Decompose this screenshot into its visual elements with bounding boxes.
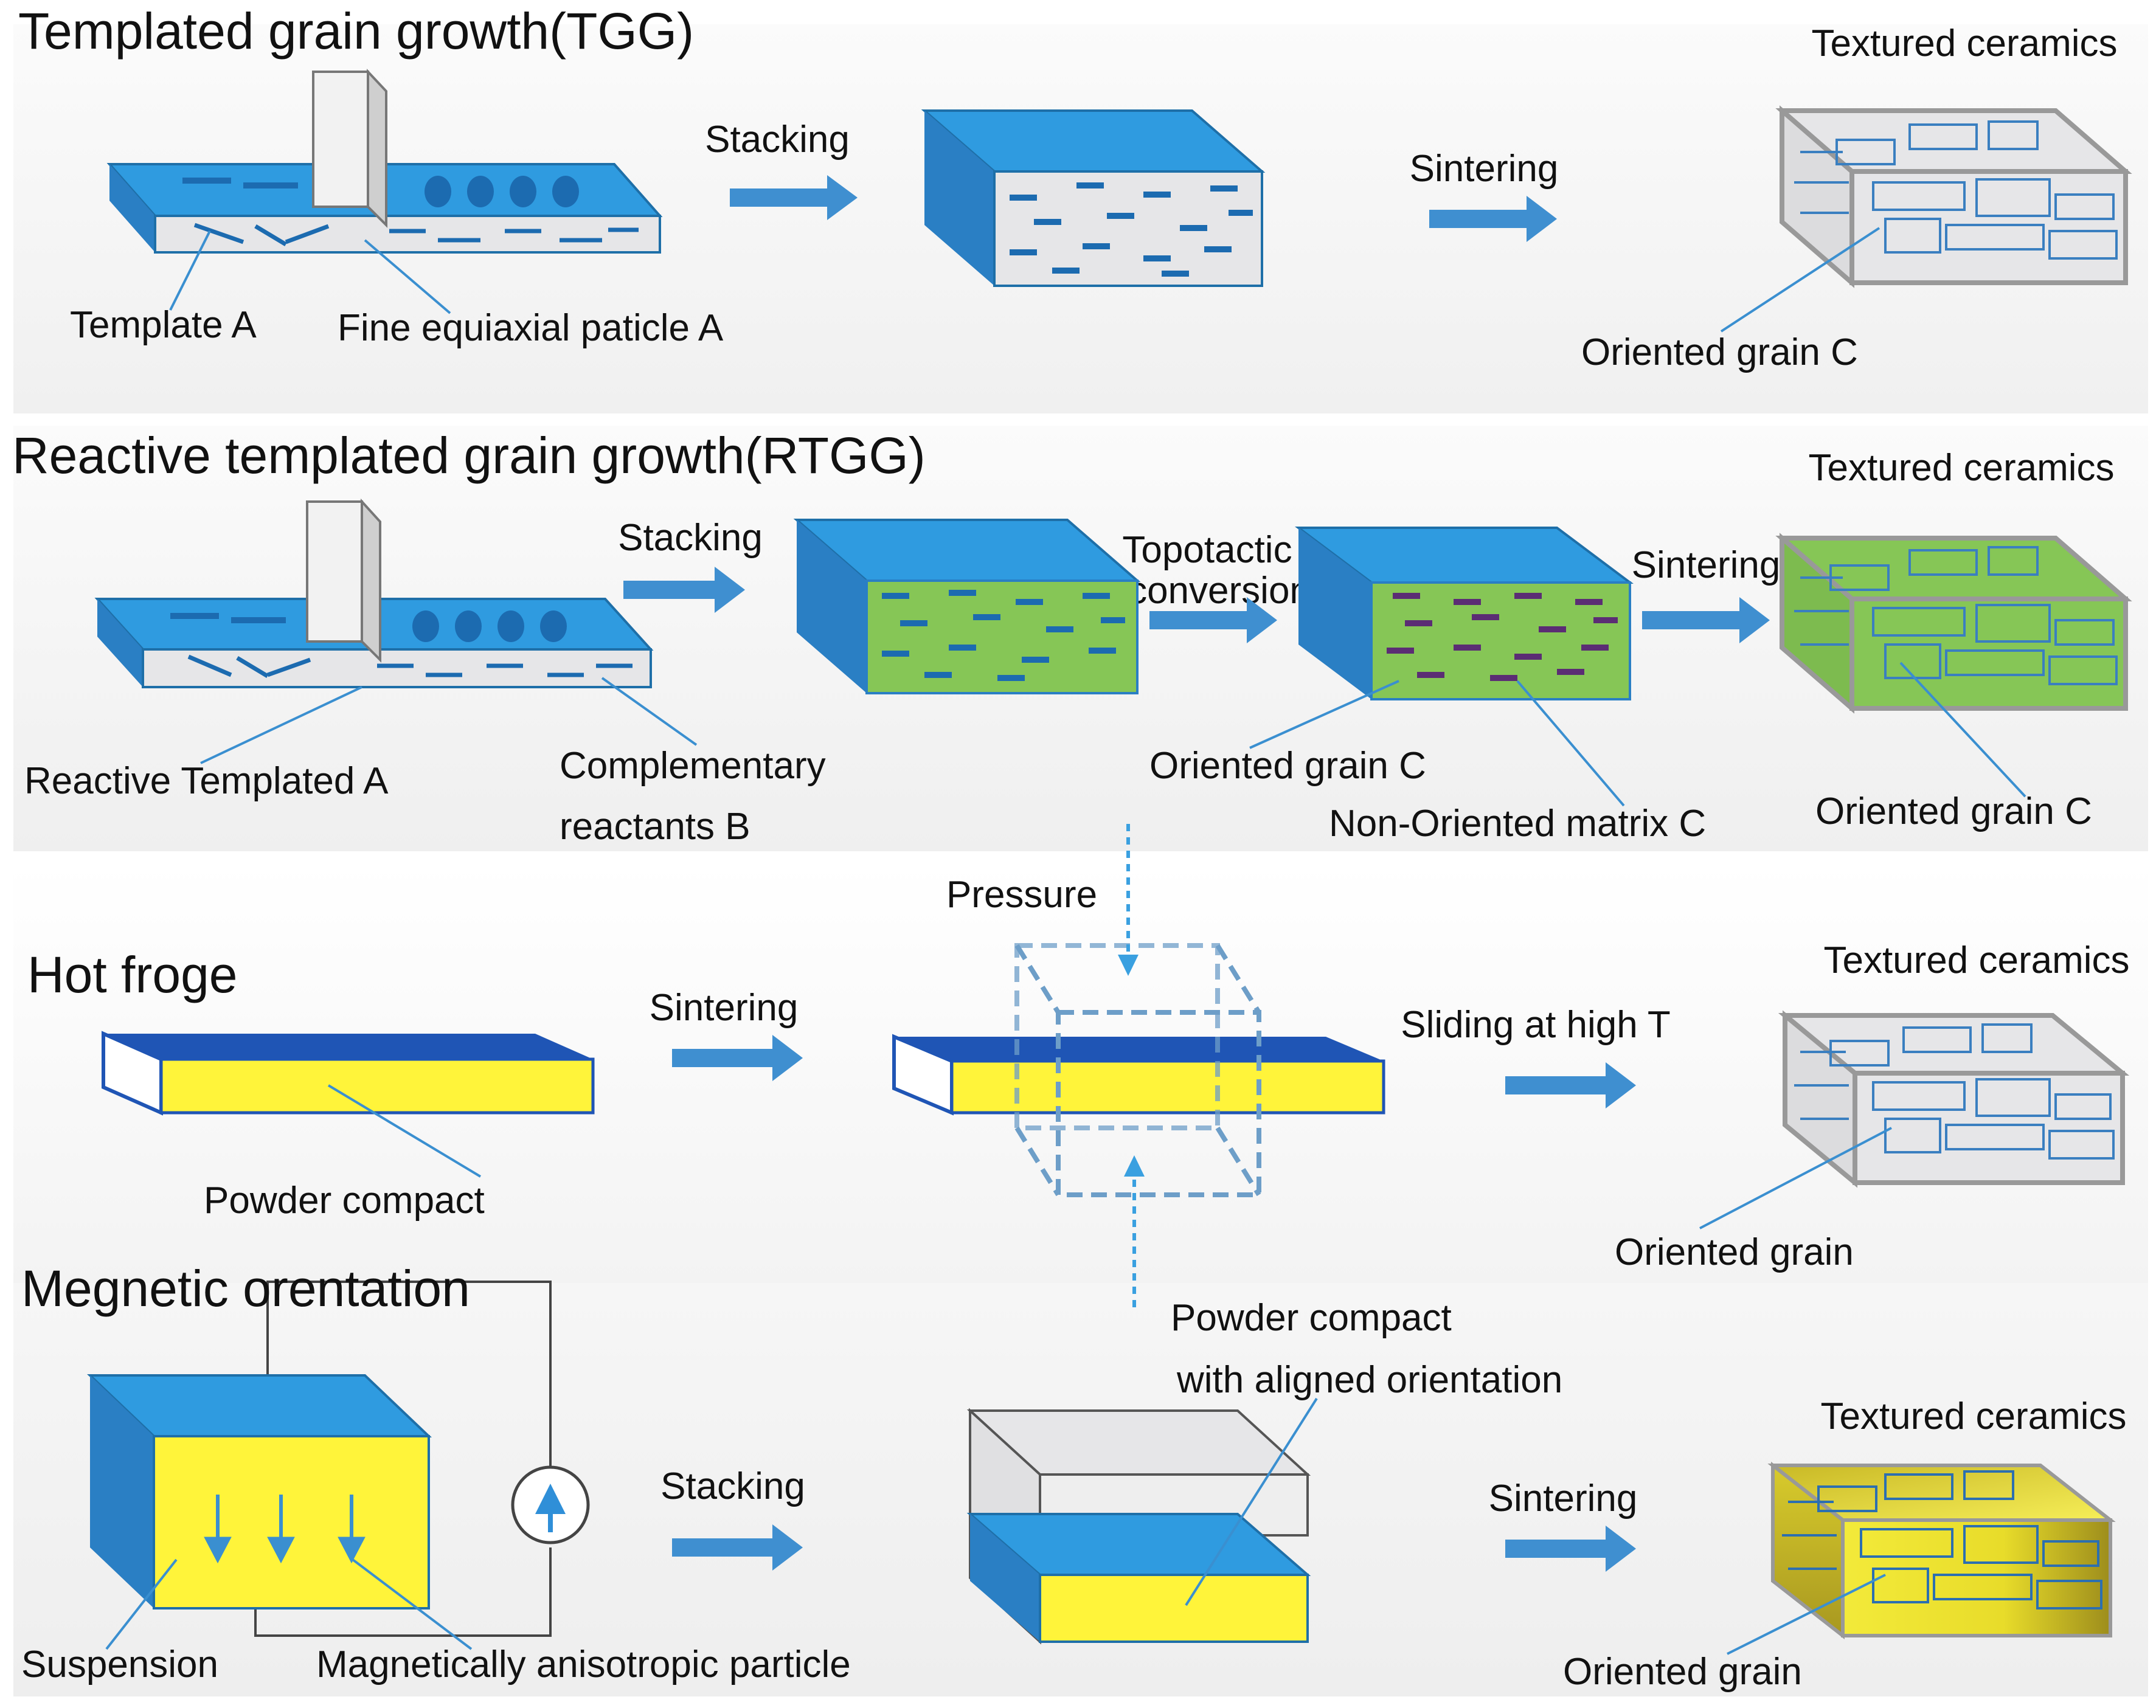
rtgg-oriented-end-label: Oriented grain C bbox=[1815, 790, 2092, 832]
rtgg-green-block bbox=[793, 519, 1141, 694]
tgg-sintering-arrow bbox=[1429, 196, 1557, 242]
rtgg-topotactic-label-1: Topotactic bbox=[1122, 529, 1292, 571]
rtgg-oriented-end-leader bbox=[1899, 662, 2026, 798]
mo-stacking-arrow bbox=[672, 1524, 803, 1571]
rtgg-template-leader bbox=[200, 686, 362, 764]
mo-current-source-icon bbox=[511, 1465, 590, 1544]
tgg-sintering-label: Sintering bbox=[1410, 148, 1559, 190]
rtgg-stacking-label: Stacking bbox=[618, 517, 763, 559]
hot-forge-section: Hot froge Pressure Textured ceramics Sin… bbox=[27, 824, 2130, 1307]
hf-compact-label: Powder compact bbox=[204, 1180, 485, 1222]
mo-sintering-label: Sintering bbox=[1489, 1478, 1638, 1520]
tgg-section: Templated grain growth(TGG) Textured cer… bbox=[18, 2, 2132, 373]
mo-compact-label-1: Powder compact bbox=[1171, 1297, 1452, 1339]
mo-textured-box bbox=[1767, 1461, 2116, 1640]
rtgg-matrix-label: Non-Oriented matrix C bbox=[1329, 803, 1706, 845]
mo-oriented-label: Oriented grain bbox=[1563, 1651, 1802, 1693]
rtgg-reactants-label-2: reactants B bbox=[560, 806, 750, 848]
hf-textured-box bbox=[1778, 1010, 2130, 1188]
rtgg-topotactic-arrow bbox=[1149, 597, 1277, 643]
rtgg-matrix-leader bbox=[1516, 680, 1625, 807]
tgg-template-leader bbox=[169, 230, 211, 311]
hf-sintering-arrow bbox=[672, 1035, 803, 1081]
rtgg-oriented-mid-leader bbox=[1249, 680, 1399, 749]
hf-pressure-arrow-down bbox=[1118, 824, 1139, 976]
rtgg-textured-label: Textured ceramics bbox=[1808, 447, 2114, 489]
rtgg-textured-box bbox=[1775, 533, 2132, 714]
hf-oriented-label: Oriented grain bbox=[1615, 1231, 1854, 1273]
mo-compact-label-2: with aligned orientation bbox=[1176, 1359, 1562, 1401]
tgg-template-label: Template A bbox=[70, 304, 257, 346]
rtgg-tape-casting-slab bbox=[94, 498, 654, 688]
mo-suspension-leader bbox=[105, 1558, 178, 1650]
hf-oriented-leader bbox=[1699, 1127, 1892, 1229]
hf-pressure-label: Pressure bbox=[946, 874, 1097, 916]
rtgg-sintering-arrow bbox=[1642, 597, 1770, 643]
hf-press-cube bbox=[1014, 943, 1261, 1197]
tgg-particle-leader bbox=[364, 239, 451, 314]
mo-circuit-wire bbox=[254, 1281, 552, 1637]
mo-heading: Megnetic orentation bbox=[21, 1260, 470, 1317]
rtgg-converted-block bbox=[1295, 527, 1634, 700]
tgg-oriented-label: Oriented grain C bbox=[1581, 331, 1858, 373]
mo-suspension-tank bbox=[87, 1374, 432, 1609]
tgg-heading: Templated grain growth(TGG) bbox=[18, 2, 694, 60]
tgg-stacking-label: Stacking bbox=[705, 119, 850, 161]
hf-sliding-arrow bbox=[1505, 1062, 1636, 1108]
tgg-textured-box bbox=[1775, 105, 2132, 288]
hf-heading: Hot froge bbox=[27, 946, 238, 1003]
mo-stacking-label: Stacking bbox=[660, 1465, 805, 1507]
rtgg-section: Reactive templated grain growth(RTGG) Te… bbox=[12, 427, 2132, 848]
magnetic-section: Megnetic orentation Powder compact with … bbox=[21, 1260, 2127, 1693]
hf-pressure-arrow-up bbox=[1124, 1155, 1145, 1307]
rtgg-sintering-label: Sintering bbox=[1632, 544, 1781, 586]
mo-particle-arrows-icon bbox=[204, 1495, 366, 1564]
tgg-textured-label: Textured ceramics bbox=[1811, 22, 2117, 64]
hf-sliding-label: Sliding at high T bbox=[1401, 1004, 1670, 1046]
mo-oriented-leader bbox=[1727, 1574, 1886, 1655]
rtgg-reactants-leader bbox=[601, 677, 698, 746]
tgg-oriented-leader bbox=[1720, 227, 1880, 333]
tgg-stacking-arrow bbox=[730, 175, 858, 220]
rtgg-heading: Reactive templated grain growth(RTGG) bbox=[12, 427, 926, 484]
hf-powder-compact-bar bbox=[102, 1031, 595, 1116]
tgg-particle-label: Fine equiaxial paticle A bbox=[338, 307, 724, 349]
tape-casting-slab bbox=[106, 68, 663, 254]
rtgg-template-label: Reactive Templated A bbox=[24, 760, 389, 802]
mo-particle-leader bbox=[352, 1558, 473, 1650]
rtgg-reactants-label-1: Complementary bbox=[560, 745, 826, 787]
mo-suspension-label: Suspension bbox=[21, 1644, 218, 1686]
hf-pressed-compact bbox=[892, 1034, 1385, 1116]
mo-aligned-compact bbox=[966, 1408, 1311, 1645]
rtgg-oriented-mid-label: Oriented grain C bbox=[1149, 745, 1426, 787]
rtgg-topotactic-label-2: conversion bbox=[1128, 570, 1311, 612]
tgg-stacked-block bbox=[921, 109, 1266, 287]
mo-compact-leader bbox=[1185, 1397, 1318, 1606]
mo-textured-label: Textured ceramics bbox=[1820, 1395, 2126, 1437]
mo-particle-label: Magnetically anisotropic particle bbox=[316, 1644, 851, 1686]
hf-sintering-label: Sintering bbox=[650, 987, 799, 1029]
rtgg-stacking-arrow bbox=[623, 567, 745, 613]
hf-textured-label: Textured ceramics bbox=[1823, 939, 2129, 981]
mo-sintering-arrow bbox=[1505, 1526, 1636, 1572]
hf-compact-leader bbox=[327, 1084, 482, 1178]
